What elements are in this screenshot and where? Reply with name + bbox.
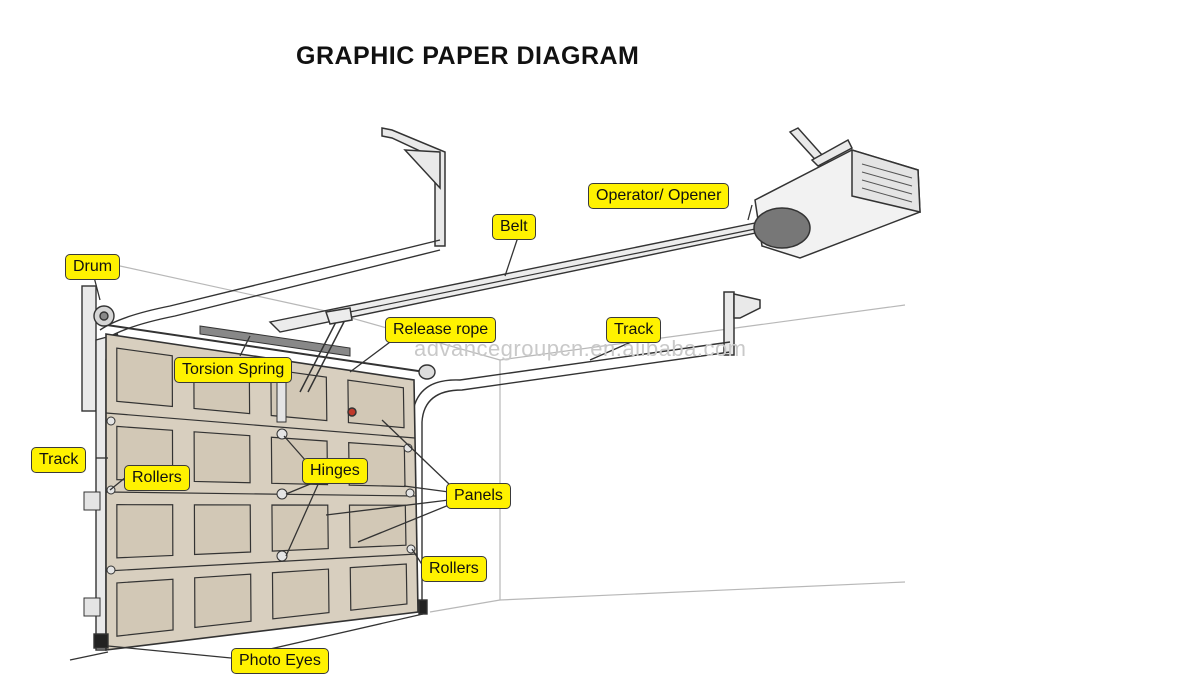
door-panel (271, 504, 329, 552)
room-walls (119, 265, 906, 613)
panel-section-divider (105, 412, 416, 439)
door-panel (194, 573, 252, 629)
operator-opener-unit (753, 127, 921, 259)
door-panel (347, 379, 405, 429)
track-hanger-right (723, 291, 761, 356)
diagram-title: GRAPHIC PAPER DIAGRAM (296, 42, 640, 70)
door-panel (349, 563, 408, 611)
door-hinges (83, 381, 416, 617)
door-panel (193, 504, 252, 556)
label-release-rope: Release rope (385, 317, 497, 343)
label-hinges: Hinges (302, 458, 368, 484)
door-panel (193, 431, 251, 484)
photo-eyes (69, 599, 428, 661)
panel-section-divider (105, 553, 418, 572)
release-rope (299, 307, 357, 417)
garage-door (105, 333, 419, 651)
door-panel (348, 504, 407, 549)
label-operator-opener: Operator/ Opener (588, 183, 730, 209)
drum-assembly (81, 285, 115, 412)
label-track-left: Track (31, 447, 87, 473)
door-panel (116, 578, 174, 637)
label-photo-eyes: Photo Eyes (231, 648, 329, 674)
door-panel (271, 568, 330, 620)
label-track-top: Track (606, 317, 662, 343)
label-rollers-right: Rollers (421, 556, 487, 582)
label-drum: Drum (65, 254, 121, 280)
door-panel (116, 504, 174, 559)
label-panels: Panels (446, 483, 511, 509)
torsion-spring-bar (99, 323, 436, 380)
label-belt: Belt (492, 214, 536, 240)
track-hanger-left (381, 127, 446, 247)
door-panel (116, 347, 174, 408)
panel-section-divider (105, 491, 417, 497)
label-torsion-spring: Torsion Spring (174, 357, 293, 383)
label-rollers-left: Rollers (124, 465, 190, 491)
